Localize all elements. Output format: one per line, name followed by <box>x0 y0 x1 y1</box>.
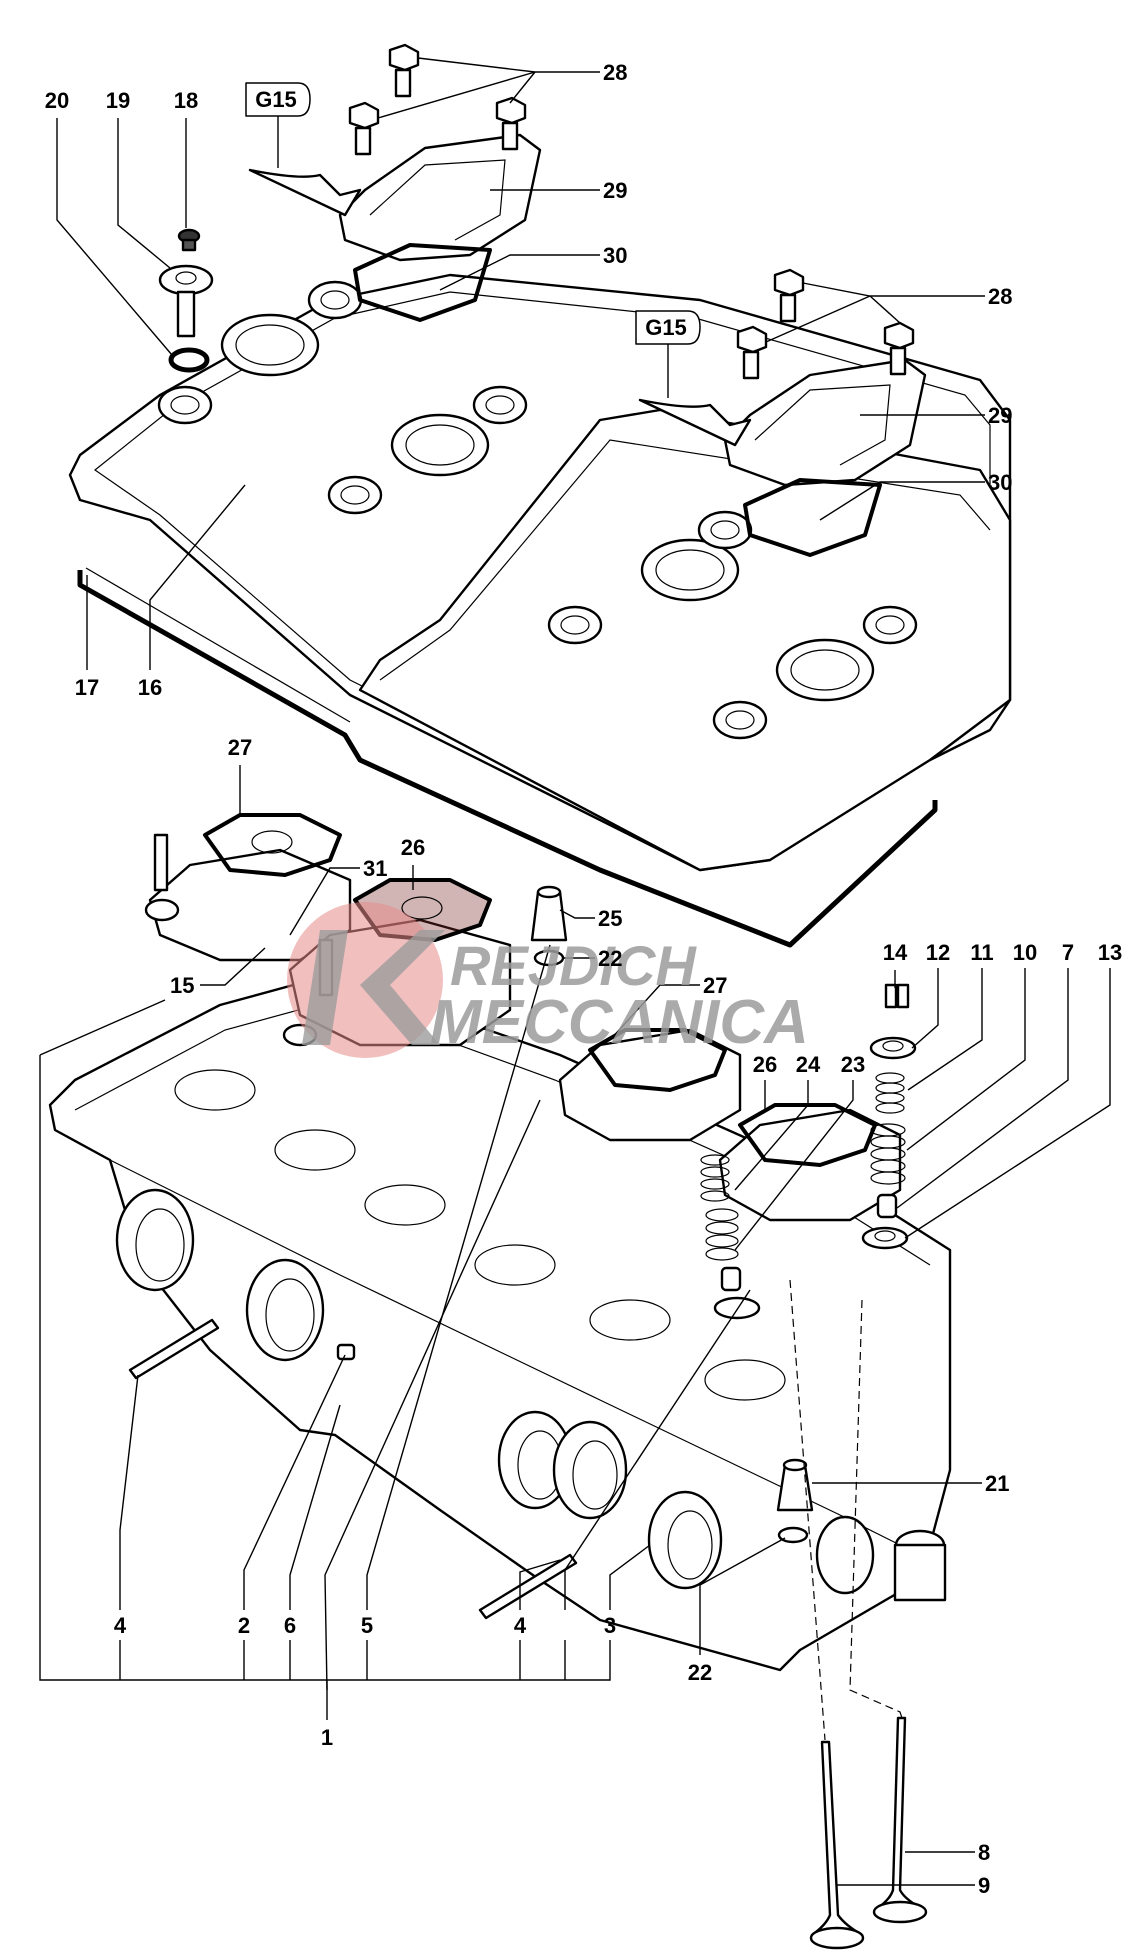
valve-spring-stack-left <box>700 1154 761 1320</box>
callout-labels: 20 19 18 28 29 30 28 29 30 17 16 27 26 3… <box>45 60 1122 1898</box>
cam-cap-right-upper <box>558 1028 742 1142</box>
plug-18 <box>177 228 201 252</box>
stud-4a <box>128 1318 220 1380</box>
callout-11: 11 <box>970 940 993 965</box>
cover-bosses <box>157 280 918 740</box>
callout-4: 4 <box>114 1613 127 1638</box>
valve-exhaust-9 <box>809 1740 865 1950</box>
callout-13: 13 <box>1098 940 1122 965</box>
callout-6: 6 <box>284 1613 296 1638</box>
callout-28: 28 <box>603 60 627 85</box>
dowel-6 <box>336 1343 356 1361</box>
valve-axis-line-a <box>789 1279 826 1741</box>
watermark-logo-mark <box>302 930 445 1045</box>
washer-22b <box>777 1526 809 1544</box>
valve-spring-stack <box>861 983 917 1250</box>
callout-22: 22 <box>598 946 622 971</box>
seal-ring-20 <box>168 347 210 373</box>
bolt-28b-2 <box>736 325 768 380</box>
callout-12: 12 <box>926 940 950 965</box>
valve-guide-21 <box>776 1458 814 1512</box>
callout-27: 27 <box>703 973 727 998</box>
watermark-line2: MECCANICA <box>430 988 809 1057</box>
valve-axis-line-b <box>849 1299 903 1719</box>
callout-25: 25 <box>598 906 622 931</box>
bolt-28b-3 <box>883 321 915 376</box>
callout-20: 20 <box>45 88 69 113</box>
callout-9: 9 <box>978 1873 990 1898</box>
callout-21: 21 <box>985 1471 1009 1496</box>
callout-30: 30 <box>988 470 1012 495</box>
bolt-28b-1 <box>773 268 805 323</box>
leader-lines <box>39 57 1111 1886</box>
callout-27: 27 <box>228 735 252 760</box>
callout-4: 4 <box>514 1613 527 1638</box>
g15-reference-label: G15 <box>645 315 687 340</box>
watermark: REJDICH MECCANICA <box>287 902 809 1058</box>
callout-23: 23 <box>841 1052 865 1077</box>
valve-cover <box>68 273 1012 872</box>
inner-spring <box>875 1072 905 1114</box>
cylinder-head <box>48 973 952 1672</box>
valve-intake-8 <box>872 1716 928 1924</box>
callout-22: 22 <box>688 1660 712 1685</box>
callout-1: 1 <box>321 1725 333 1750</box>
callout-17: 17 <box>75 675 99 700</box>
callout-29: 29 <box>603 178 627 203</box>
callout-10: 10 <box>1013 940 1037 965</box>
watermark-line1: REJDICH <box>450 934 697 997</box>
callout-15: 15 <box>170 973 194 998</box>
breather-assembly-a <box>248 43 542 322</box>
valve-guide-25 <box>530 885 568 942</box>
callout-26: 26 <box>753 1052 777 1077</box>
g15-reference-box-a: G15 <box>245 82 311 117</box>
callout-7: 7 <box>1062 940 1074 965</box>
callout-28: 28 <box>988 284 1012 309</box>
callout-26: 26 <box>401 835 425 860</box>
callout-24: 24 <box>796 1052 821 1077</box>
cam-cap-right-lower <box>718 1103 902 1222</box>
breather-assembly-b <box>638 268 927 557</box>
callout-3: 3 <box>604 1613 616 1638</box>
outer-spring <box>870 1123 906 1185</box>
bolt-28a-2 <box>348 101 380 156</box>
callout-30: 30 <box>603 243 627 268</box>
bolt-28a-1 <box>388 43 420 98</box>
callout-29: 29 <box>988 403 1012 428</box>
callout-16: 16 <box>138 675 162 700</box>
callout-31: 31 <box>363 856 387 881</box>
stud-4b <box>478 1553 578 1620</box>
g15-reference-box-b: G15 <box>635 310 701 345</box>
callout-19: 19 <box>106 88 130 113</box>
valve-cover-gasket <box>77 570 938 948</box>
callout-5: 5 <box>361 1613 373 1638</box>
cover-bolt-19 <box>158 264 214 338</box>
callout-8: 8 <box>978 1840 990 1865</box>
callout-18: 18 <box>174 88 198 113</box>
bolt-28a-3 <box>495 96 527 151</box>
callout-2: 2 <box>238 1613 250 1638</box>
g15-reference-label: G15 <box>255 87 297 112</box>
callout-14: 14 <box>883 940 908 965</box>
